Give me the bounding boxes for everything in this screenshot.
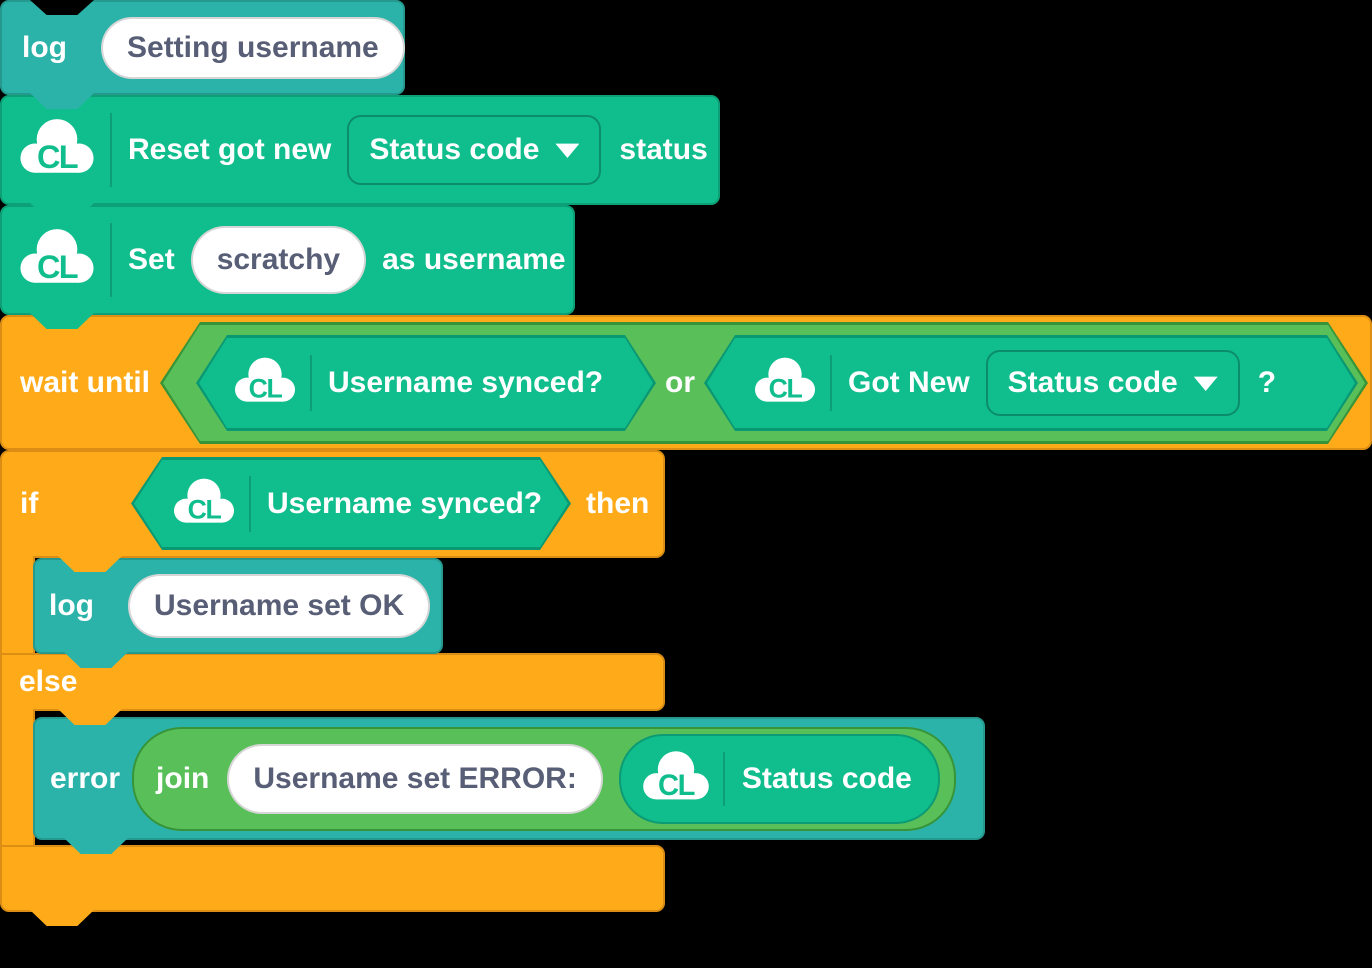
error-label: error xyxy=(50,761,121,795)
svg-text:CL: CL xyxy=(37,249,78,285)
got-new-suffix-label: ? xyxy=(1257,366,1277,399)
reset-suffix-label: status xyxy=(619,133,708,166)
got-new-boolean[interactable]: CL Got New Status code ? xyxy=(704,335,1358,431)
connector-bump xyxy=(30,313,94,329)
connector-bump xyxy=(30,910,94,926)
then-label-wrap: then xyxy=(586,450,661,558)
svg-text:CL: CL xyxy=(188,494,222,524)
log-block-username-ok[interactable]: log Username set OK xyxy=(33,558,443,654)
connector-bump xyxy=(30,203,94,219)
connector-bump xyxy=(58,709,122,725)
chevron-down-icon xyxy=(1194,375,1218,391)
chevron-down-icon xyxy=(555,143,580,158)
text-input-value: Username set ERROR: xyxy=(253,761,577,795)
if-condition-boolean[interactable]: CL Username synced? xyxy=(131,457,571,550)
join-label: join xyxy=(156,761,210,795)
username-synced-label: Username synced? xyxy=(328,366,604,399)
then-label: then xyxy=(586,487,650,520)
error-block[interactable]: error join Username set ERROR: CL Status… xyxy=(33,717,985,840)
icon-divider xyxy=(830,355,832,411)
text-input-value: Setting username xyxy=(127,30,379,64)
cloudlink-icon: CL xyxy=(172,475,236,533)
text-input-username-ok[interactable]: Username set OK xyxy=(128,574,431,638)
connector-bump xyxy=(64,652,128,668)
text-input-username[interactable]: scratchy xyxy=(190,226,367,294)
reset-prefix-label: Reset got new xyxy=(128,133,332,166)
text-input-value: Username set OK xyxy=(154,589,405,622)
icon-divider xyxy=(110,113,112,187)
connector-bump xyxy=(64,838,128,854)
icon-divider xyxy=(722,751,725,806)
log-label: log xyxy=(22,30,67,64)
connector-bump xyxy=(58,556,122,572)
log-block-setting-username[interactable]: log Setting username xyxy=(0,0,405,95)
username-synced-boolean[interactable]: CL Username synced? xyxy=(196,335,656,431)
or-operator-label-wrap: or xyxy=(656,335,704,431)
if-condition-label: Username synced? xyxy=(267,486,543,520)
if-label: if xyxy=(20,487,39,520)
else-row[interactable]: else xyxy=(0,653,665,711)
cloudlink-icon: CL xyxy=(753,354,817,412)
text-input-setting-username[interactable]: Setting username xyxy=(101,16,405,79)
cloudlink-icon: CL xyxy=(18,225,96,295)
set-username-block[interactable]: CL Set scratchy as username xyxy=(0,205,575,315)
status-code-reporter-block[interactable]: CL Status code xyxy=(618,733,940,824)
status-code-dropdown[interactable]: Status code xyxy=(347,115,602,185)
join-operator-block[interactable]: join Username set ERROR: CL Status code xyxy=(132,726,956,831)
got-new-prefix-label: Got New xyxy=(848,366,970,399)
else-label: else xyxy=(19,665,78,698)
if-block-spine[interactable] xyxy=(0,709,35,847)
status-code-reporter-label: Status code xyxy=(741,761,912,795)
top-notch xyxy=(30,0,94,15)
set-suffix-label: as username xyxy=(382,243,566,276)
set-prefix-label: Set xyxy=(128,243,175,276)
if-block-spine[interactable] xyxy=(0,556,35,655)
connector-bump xyxy=(30,93,94,109)
cloudlink-icon: CL xyxy=(641,748,711,810)
svg-text:CL: CL xyxy=(249,374,283,404)
wait-until-label: wait until xyxy=(20,365,150,399)
svg-text:CL: CL xyxy=(37,139,78,175)
dropdown-value: Status code xyxy=(369,133,540,166)
cloudlink-icon: CL xyxy=(18,115,96,185)
icon-divider xyxy=(310,355,312,411)
svg-text:CL: CL xyxy=(769,374,803,404)
svg-text:CL: CL xyxy=(658,770,695,802)
or-operator-label: or xyxy=(665,366,695,399)
icon-divider xyxy=(110,223,112,297)
cloudlink-icon: CL xyxy=(233,354,297,412)
log-label: log xyxy=(49,589,94,622)
dropdown-value: Status code xyxy=(1007,366,1178,399)
reset-got-new-block[interactable]: CL Reset got new Status code status xyxy=(0,95,720,205)
icon-divider xyxy=(249,476,251,532)
status-code-dropdown[interactable]: Status code xyxy=(986,350,1240,416)
text-input-value: scratchy xyxy=(216,243,341,276)
if-block-bottom-bar[interactable] xyxy=(0,845,665,912)
text-input-error-message[interactable]: Username set ERROR: xyxy=(227,743,603,814)
